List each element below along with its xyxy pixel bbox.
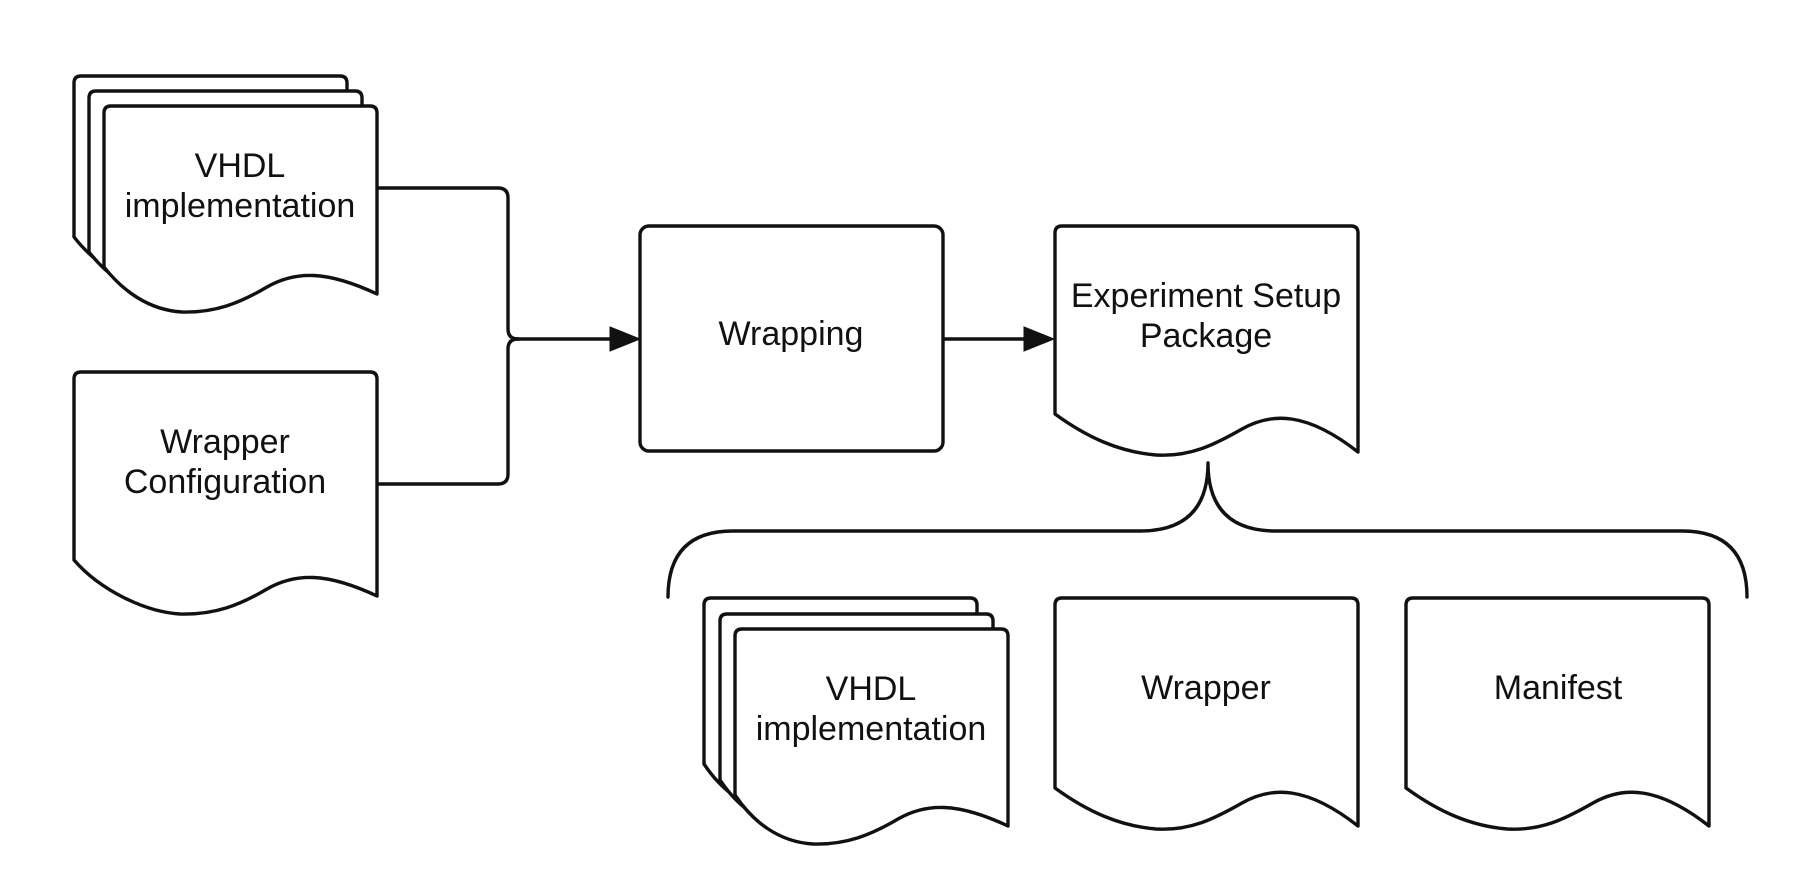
wrapping-process-box: Wrapping <box>638 224 945 453</box>
wrapper-config-label-line2: Configuration <box>124 463 326 501</box>
connector-config-to-merge <box>376 337 520 486</box>
wrapper-configuration-document: Wrapper Configuration <box>72 370 379 616</box>
wrapper-label: Wrapper <box>1141 669 1271 707</box>
vhdl-input-label-line2: implementation <box>125 187 356 225</box>
wrapping-label: Wrapping <box>719 315 864 353</box>
manifest-label: Manifest <box>1494 669 1623 707</box>
package-label-line2: Package <box>1140 317 1272 355</box>
vhdl-input-label-line1: VHDL <box>195 147 286 185</box>
manifest-document: Manifest <box>1404 596 1711 831</box>
vhdl-implementation-input-stack: VHDL implementation <box>72 74 379 314</box>
package-label-line1: Experiment Setup <box>1071 277 1341 315</box>
wrapper-config-label-line1: Wrapper <box>160 423 290 461</box>
connector-vhdl-to-merge <box>376 186 520 341</box>
wrapper-document: Wrapper <box>1053 596 1360 831</box>
arrowhead-to-package <box>1023 326 1056 352</box>
experiment-setup-package-document: Experiment Setup Package <box>1053 224 1360 457</box>
arrowhead-to-wrapping <box>609 326 642 352</box>
connectors <box>376 186 1749 599</box>
brace-package-contents <box>666 461 1749 599</box>
vhdl-output-label-line2: implementation <box>756 710 987 748</box>
vhdl-output-label-line1: VHDL <box>826 670 917 708</box>
vhdl-implementation-output-stack: VHDL implementation <box>702 596 1010 846</box>
